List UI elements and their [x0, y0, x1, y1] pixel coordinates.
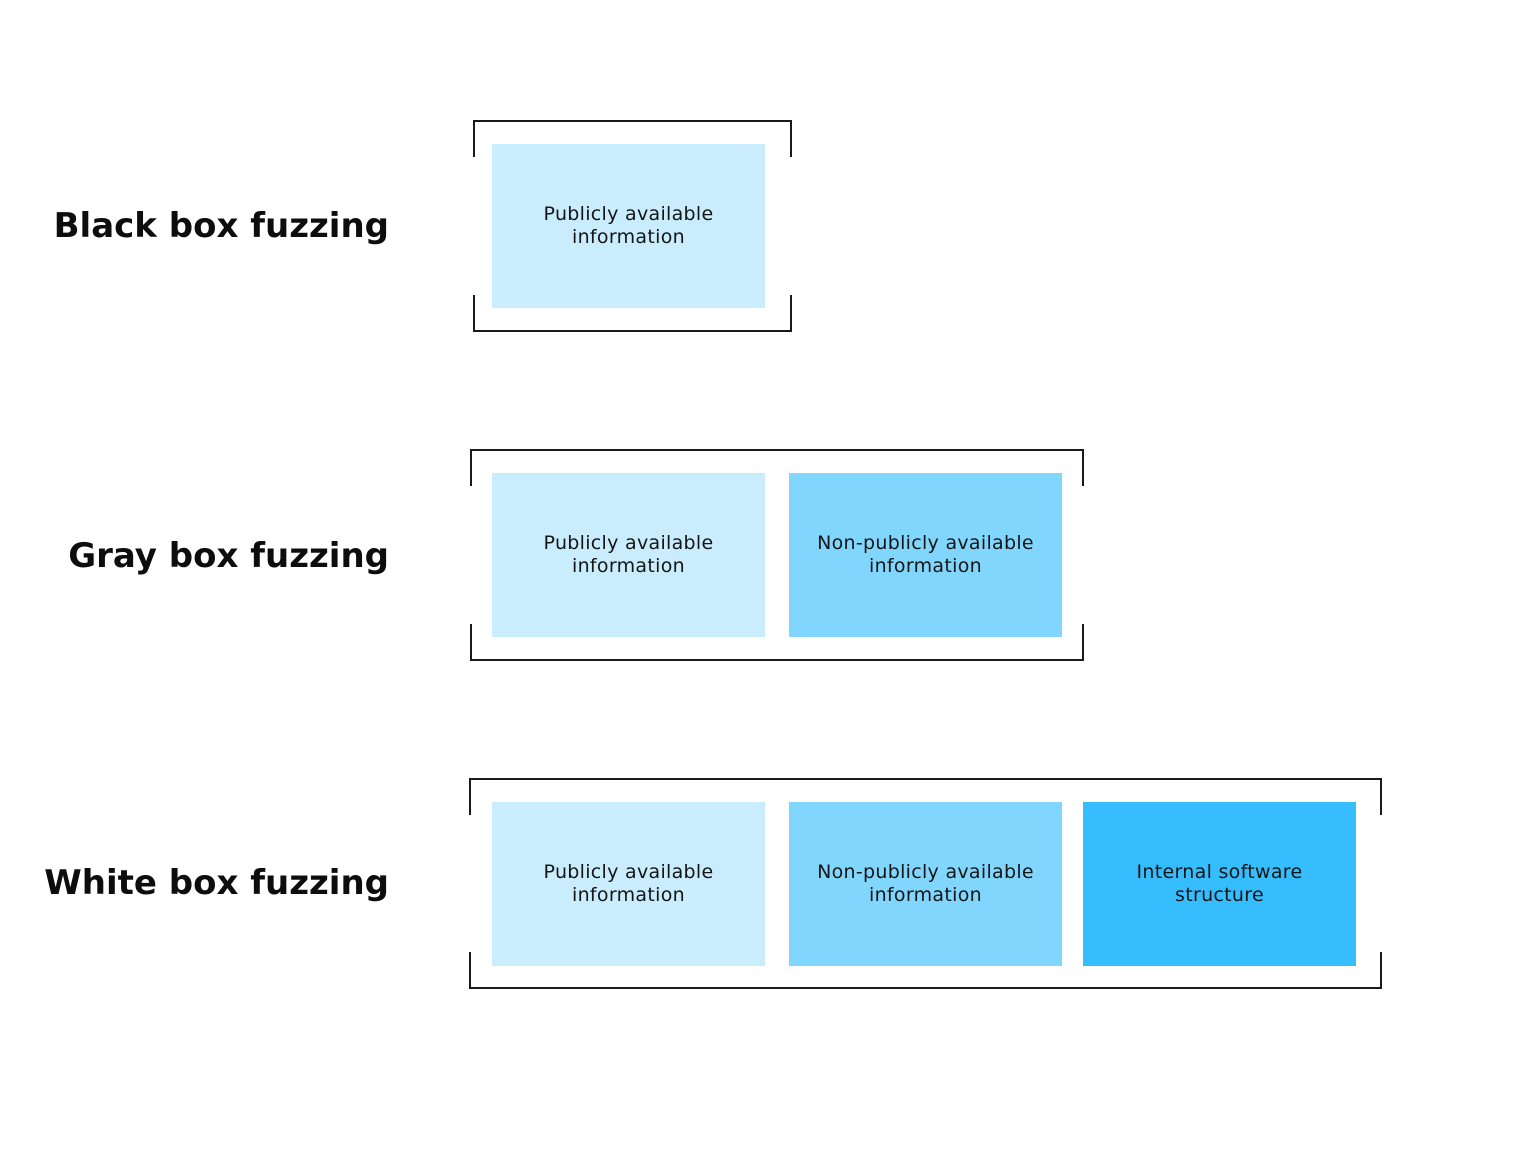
non-public-info-text: Non-publicly available information — [817, 532, 1034, 577]
public-info-text: Publicly available information — [543, 532, 714, 577]
white-box-internal-structure-box: Internal software structure — [1083, 802, 1356, 966]
bracket-bottom-edge — [473, 295, 792, 332]
white-box-fuzzing-label: White box fuzzing — [44, 863, 389, 903]
gray-box-public-info-box: Publicly available information — [492, 473, 765, 637]
white-box-public-info-box: Publicly available information — [492, 802, 765, 966]
bracket-top-edge — [473, 120, 792, 157]
white-box-bracket — [469, 778, 1382, 989]
internal-structure-text: Internal software structure — [1136, 861, 1303, 906]
bracket-bottom-edge — [469, 952, 1382, 989]
gray-box-fuzzing-label: Gray box fuzzing — [68, 536, 389, 576]
non-public-info-text: Non-publicly available information — [817, 861, 1034, 906]
black-box-bracket — [473, 120, 792, 332]
black-box-fuzzing-label: Black box fuzzing — [53, 206, 389, 246]
public-info-text: Publicly available information — [543, 203, 714, 248]
black-box-public-info-box: Publicly available information — [492, 144, 765, 308]
public-info-text: Publicly available information — [543, 861, 714, 906]
bracket-top-edge — [470, 449, 1084, 486]
bracket-top-edge — [469, 778, 1382, 815]
gray-box-non-public-info-box: Non-publicly available information — [789, 473, 1062, 637]
bracket-bottom-edge — [470, 624, 1084, 661]
gray-box-bracket — [470, 449, 1084, 661]
white-box-non-public-info-box: Non-publicly available information — [789, 802, 1062, 966]
